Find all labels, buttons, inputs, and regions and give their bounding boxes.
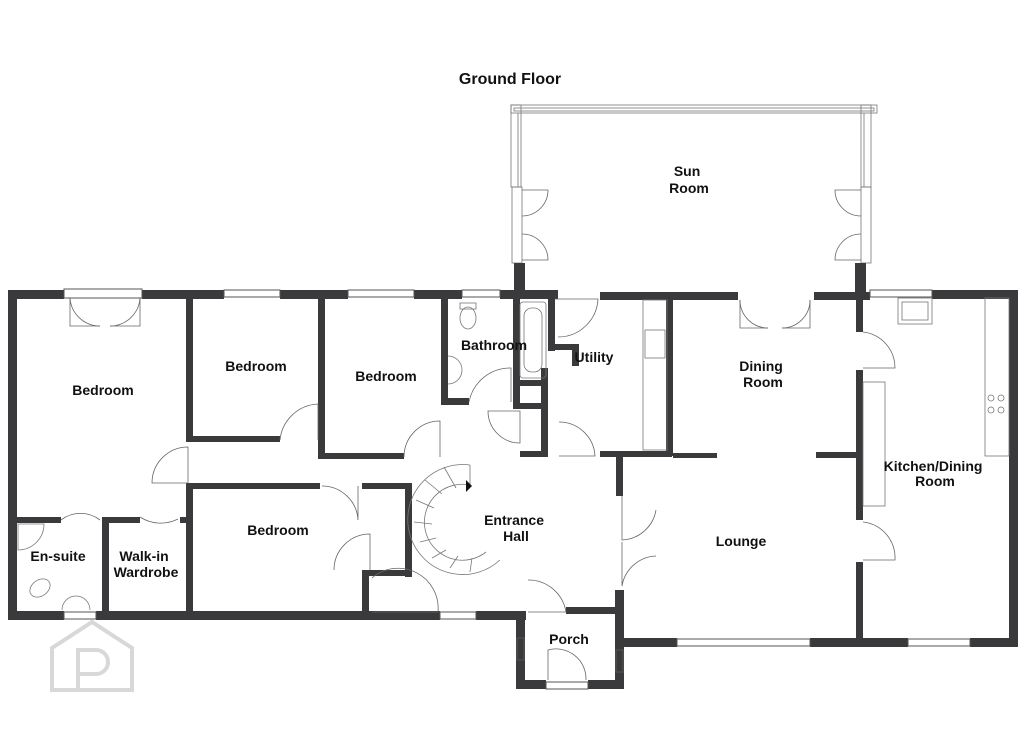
label-sun-room: Sun Room <box>669 163 709 196</box>
label-bedroom-three: Bedroom <box>355 368 416 384</box>
label-bedroom-two: Bedroom <box>225 358 286 374</box>
spiral-staircase <box>407 464 501 575</box>
label-en-suite: En-suite <box>30 548 85 564</box>
label-entrance-hall: Entrance Hall <box>484 512 548 544</box>
label-utility: Utility <box>575 349 614 365</box>
label-dining-room: Dining Room <box>739 358 786 390</box>
room-labels: Sun Room Bedroom Bedroom Bedroom Bedroom… <box>30 163 987 647</box>
label-lounge: Lounge <box>716 533 767 549</box>
interior-walls <box>17 292 863 642</box>
label-porch: Porch <box>549 631 589 647</box>
floor-title: Ground Floor <box>459 71 561 88</box>
label-kitchen-dining: Kitchen/Dining Room <box>884 458 987 489</box>
windows <box>63 288 971 673</box>
property-logo-icon <box>50 619 134 692</box>
label-walk-in-wardrobe: Walk-in Wardrobe <box>114 548 179 580</box>
doors <box>60 297 896 690</box>
label-bathroom: Bathroom <box>461 337 527 353</box>
label-bedroom-main: Bedroom <box>72 382 133 398</box>
label-bedroom-four: Bedroom <box>247 522 308 538</box>
sun-room-frame <box>510 104 878 297</box>
fixtures <box>17 297 1010 611</box>
